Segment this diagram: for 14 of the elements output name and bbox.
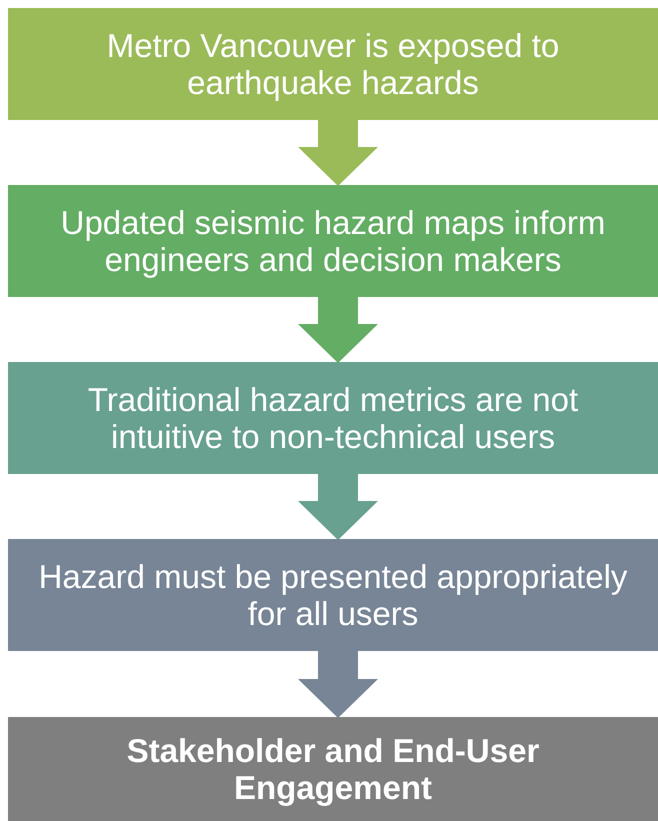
- block-arrow: [298, 474, 378, 540]
- process-box: [8, 717, 658, 821]
- process-box: [8, 8, 658, 120]
- block-arrow: [298, 297, 378, 363]
- box-text: Stakeholder and End-User Engagement: [126, 732, 540, 806]
- process-box: [8, 539, 658, 651]
- box-text: Updated seismic hazard maps inform engineers and decision makers: [60, 204, 606, 278]
- box-text: Metro Vancouver is exposed to earthquake hazards: [106, 27, 560, 101]
- box-text: Traditional hazard metrics are not intuitive to non-technical users: [86, 381, 580, 455]
- process-box: [8, 185, 658, 297]
- block-arrow: [298, 120, 378, 186]
- block-arrow: [298, 651, 378, 718]
- process-box: [8, 362, 658, 474]
- box-text: Hazard must be presented appropriately for all users: [38, 558, 628, 632]
